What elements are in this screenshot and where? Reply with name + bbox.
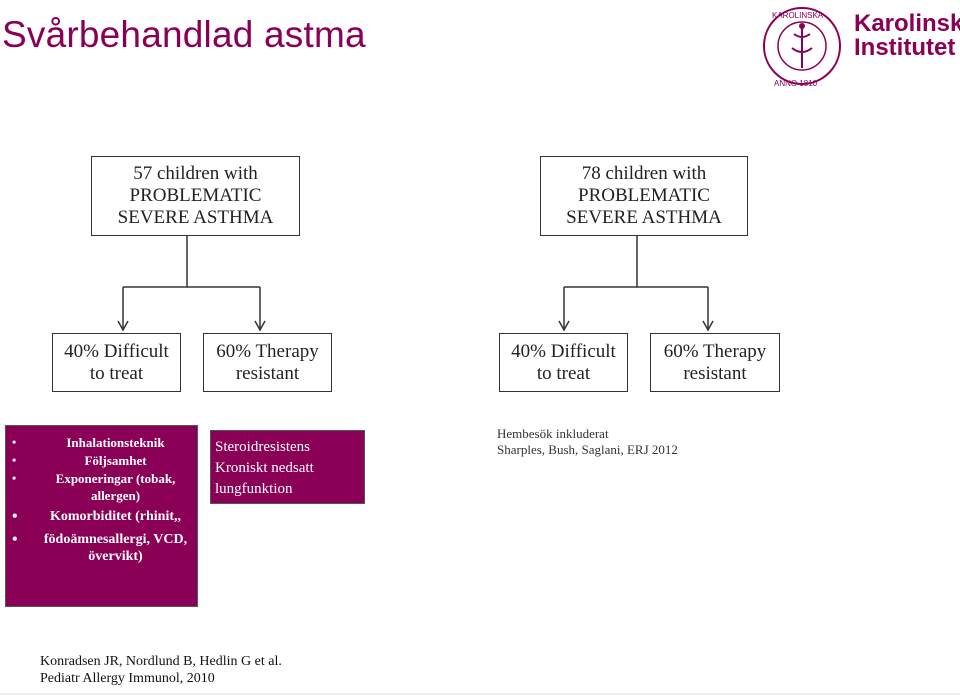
right-difficult-line1: 40% Difficult bbox=[511, 340, 616, 362]
logo-line2: Institutet bbox=[854, 34, 956, 61]
home-visit-line2: Sharples, Bush, Saglani, ERJ 2012 bbox=[497, 442, 678, 457]
factor-item: •Följsamhet bbox=[12, 453, 147, 468]
left-difficult-line1: 40% Difficult bbox=[64, 340, 169, 362]
right-cohort-line3: SEVERE ASTHMA bbox=[566, 207, 722, 228]
reference-line1: Konradsen JR, Nordlund B, Hedlin G et al… bbox=[40, 654, 282, 669]
left-cohort-line3: SEVERE ASTHMA bbox=[117, 207, 274, 228]
left-cohort-line2: PROBLEMATIC bbox=[129, 185, 262, 206]
arrowhead bbox=[254, 320, 266, 332]
reference-line2: Pediatr Allergy Immunol, 2010 bbox=[40, 671, 215, 686]
left-therapy-box: 60% Therapy resistant bbox=[203, 333, 332, 392]
steroid-line2: Kroniskt nedsatt bbox=[215, 460, 314, 476]
right-difficult-line2: to treat bbox=[536, 362, 591, 384]
right-cohort-line2: PROBLEMATIC bbox=[578, 185, 710, 206]
home-visit-note: Hembesök inkluderat Sharples, Bush, Sagl… bbox=[497, 426, 678, 458]
logo-line1: Karolinska bbox=[854, 10, 960, 37]
svg-text:KAROLINSKA: KAROLINSKA bbox=[772, 11, 824, 20]
left-cohort-line1: 57 children with bbox=[133, 163, 258, 184]
arrowhead bbox=[558, 320, 570, 332]
right-therapy-box: 60% Therapy resistant bbox=[650, 333, 780, 392]
arrowhead bbox=[117, 320, 129, 332]
factor-item: •Komorbiditet (rhinit,, bbox=[12, 508, 182, 525]
left-therapy-line1: 60% Therapy bbox=[216, 340, 319, 362]
steroid-line3: lungfunktion bbox=[215, 481, 293, 497]
page-title: Svårbehandlad astma bbox=[2, 14, 366, 55]
steroid-line1: Steroidresistens bbox=[215, 439, 310, 455]
right-cohort-line1: 78 children with bbox=[581, 163, 707, 184]
institution-logo: Karolinska Institutet bbox=[854, 12, 960, 60]
left-cohort-box: 57 children with PROBLEMATIC SEVERE ASTH… bbox=[91, 156, 300, 236]
right-difficult-box: 40% Difficult to treat bbox=[499, 333, 628, 392]
karolinska-seal-icon: KAROLINSKA ANNO 1810 bbox=[763, 7, 841, 88]
contributing-factors-box: •Inhalationsteknik •Följsamhet •Exponeri… bbox=[5, 425, 198, 607]
right-cohort-box: 78 children with PROBLEMATIC SEVERE ASTH… bbox=[540, 156, 748, 236]
steroid-resistance-box: Steroidresistens Kroniskt nedsatt lungfu… bbox=[210, 430, 365, 504]
right-therapy-line1: 60% Therapy bbox=[663, 340, 767, 362]
factor-item: •Exponeringar (tobak,allergen) bbox=[12, 471, 176, 503]
left-therapy-line2: resistant bbox=[235, 362, 300, 384]
factor-item: •födoämnesallergi, VCD,övervikt) bbox=[12, 531, 188, 564]
home-visit-line1: Hembesök inkluderat bbox=[497, 426, 609, 441]
left-difficult-line2: to treat bbox=[89, 362, 144, 384]
reference-citation: Konradsen JR, Nordlund B, Hedlin G et al… bbox=[40, 653, 282, 687]
factor-item: •Inhalationsteknik bbox=[12, 435, 165, 450]
left-difficult-box: 40% Difficult to treat bbox=[52, 333, 181, 392]
arrowhead bbox=[702, 320, 714, 332]
svg-text:ANNO 1810: ANNO 1810 bbox=[774, 79, 818, 88]
right-therapy-line2: resistant bbox=[683, 362, 747, 384]
footer-divider bbox=[0, 693, 960, 695]
